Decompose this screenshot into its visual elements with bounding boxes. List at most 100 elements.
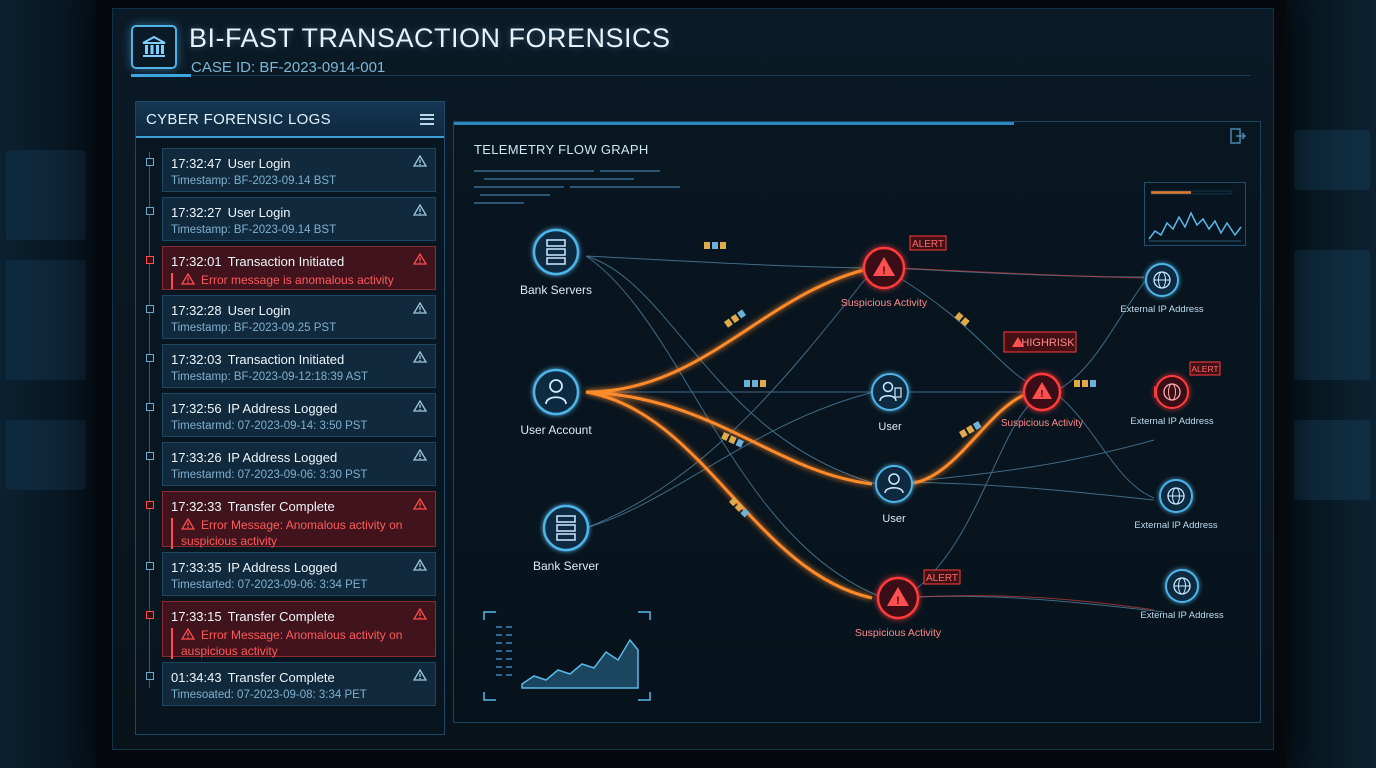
edge-suspicious-top-center (889, 271, 1031, 385)
warning-icon (412, 203, 428, 221)
warning-icon (412, 154, 428, 172)
svg-text:ALERT: ALERT (1191, 364, 1218, 374)
edge-center-ext3 (1053, 391, 1155, 499)
timeline-node (146, 611, 154, 619)
node-ext-ip-3[interactable]: External IP Address (1134, 479, 1218, 531)
log-detail: Timestamp: BF-2023-09.25 PST (171, 322, 337, 334)
edge-center-ext1 (1053, 279, 1147, 393)
logs-title: CYBER FORENSIC LOGS (146, 110, 331, 128)
svg-text:!: ! (896, 595, 900, 607)
node-bank-server[interactable]: Bank Server (533, 504, 599, 573)
node-label-suspicious-top: Suspicious Activity (841, 297, 928, 309)
node-label-suspicious-center: Suspicious Activity (1001, 418, 1083, 429)
edge-bankservers-user (585, 255, 885, 487)
log-time: 17:32:01 (171, 253, 222, 269)
node-label-suspicious-bottom: Suspicious Activity (855, 627, 942, 639)
node-user-mid[interactable]: User (871, 373, 909, 433)
edge-bankserver-user (585, 391, 875, 529)
node-suspicious-top[interactable]: ! Suspicious Activity ALERT (841, 235, 947, 309)
header-accent (131, 74, 191, 77)
graph-accent-line (454, 122, 1014, 125)
node-bank-servers[interactable]: Bank Servers (520, 228, 592, 297)
telemetry-stream-decoration (474, 170, 680, 204)
warning-icon (412, 607, 428, 625)
node-label-ext-ip-3: External IP Address (1134, 520, 1218, 531)
edge-user-ext2 (903, 439, 1155, 483)
log-detail: Timestamp: BF-2023-09-12:18:39 AST (171, 371, 369, 383)
warning-icon (412, 399, 428, 417)
error-icon (180, 627, 196, 644)
mini-throughput-chart (1144, 182, 1246, 246)
exit-icon[interactable] (1230, 128, 1246, 144)
svg-text:!: ! (1040, 389, 1043, 400)
log-event: Transfer Complete (227, 498, 335, 514)
warning-icon (412, 558, 428, 576)
log-error-message: Error Message: Anomalous activity on aus… (181, 628, 403, 658)
node-ext-ip-1[interactable]: External IP Address (1120, 263, 1204, 315)
timeline-node (146, 158, 154, 166)
timeline-node (146, 501, 154, 509)
log-detail: Timestamp: BF-2023-09.14 BST (171, 175, 337, 187)
node-suspicious-bottom[interactable]: ! Suspicious Activity ALERT (855, 569, 961, 639)
edge-user-ext3 (903, 481, 1155, 501)
log-detail: Timestarmd: 07-2023-09-14: 3:50 PST (171, 420, 368, 432)
monitor-screen: BI-FAST TRANSACTION FORENSICS CASE ID: B… (112, 8, 1274, 750)
node-ext-ip-4[interactable]: External IP Address (1140, 569, 1224, 621)
svg-text:ALERT: ALERT (912, 239, 944, 250)
node-user-account[interactable]: User Account (520, 368, 592, 437)
traffic-area-widget (482, 610, 652, 702)
alert-badge-top: ALERT (909, 235, 947, 251)
log-time: 17:32:33 (171, 498, 222, 514)
telemetry-graph-panel: TELEMETRY FLOW GRAPH (453, 121, 1261, 723)
warning-icon (412, 448, 428, 466)
log-event: IP Address Logged (227, 400, 338, 416)
log-event: IP Address Logged (227, 449, 338, 465)
edge-bankservers-suspicious-bottom (585, 255, 885, 599)
timeline-node (146, 672, 154, 680)
timeline-node (146, 256, 154, 264)
node-suspicious-center[interactable]: ! Suspicious Activity HIGHRISK (1001, 331, 1083, 429)
log-time: 17:32:03 (171, 351, 222, 367)
logs-header: CYBER FORENSIC LOGS (136, 102, 444, 138)
edge-suspicious-bottom-center (903, 403, 1031, 599)
node-label-user-account: User Account (520, 423, 592, 437)
background-right-blur (1286, 0, 1376, 768)
timeline-node (146, 562, 154, 570)
log-event: IP Address Logged (227, 559, 338, 575)
timeline-node (146, 305, 154, 313)
node-user-low[interactable]: User (875, 465, 913, 525)
log-time: 01:34:43 (171, 669, 222, 685)
node-label-ext-ip-2: External IP Address (1130, 416, 1214, 427)
log-time: 17:32:28 (171, 302, 222, 318)
node-label-ext-ip-1: External IP Address (1120, 304, 1204, 315)
error-icon (180, 517, 196, 534)
log-detail: Timestamp: BF-2023-09.14 BST (171, 224, 337, 236)
svg-text:HIGHRISK: HIGHRISK (1021, 337, 1075, 349)
log-event: Transfer Complete (227, 669, 335, 685)
node-label-user-mid: User (878, 421, 902, 433)
log-event: User Login (227, 302, 291, 318)
graph-title: TELEMETRY FLOW GRAPH (474, 142, 649, 157)
svg-text:!: ! (882, 265, 886, 277)
edge-bankservers-suspicious (585, 255, 875, 269)
log-time: 17:33:15 (171, 608, 222, 624)
node-label-bank-server: Bank Server (533, 559, 599, 573)
log-event: User Login (227, 155, 291, 171)
hamburger-menu-icon[interactable] (420, 113, 434, 125)
log-error-message: Error Message: Anomalous activity on sus… (181, 518, 403, 548)
log-time: 17:32:56 (171, 400, 222, 416)
node-ext-ip-2[interactable]: External IP Address ALERT (1130, 361, 1221, 427)
